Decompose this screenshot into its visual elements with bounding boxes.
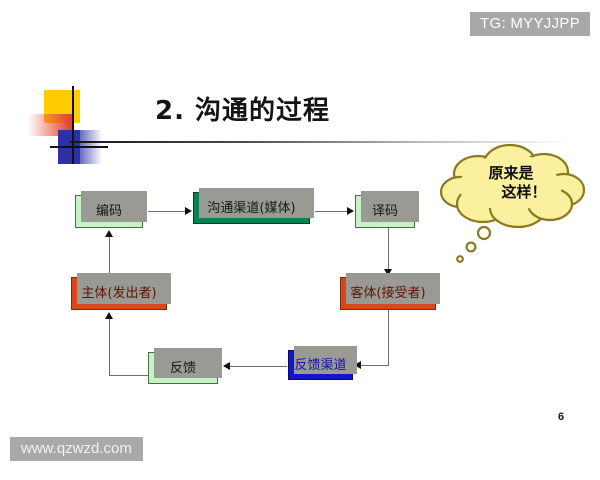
edge-feedback-to-sender	[109, 318, 110, 376]
node-feedback-channel[interactable]: 反馈渠道	[288, 346, 357, 380]
slide-title: 2. 沟通的过程	[155, 96, 331, 126]
node-channel-label: 沟通渠道(媒体)	[207, 200, 296, 216]
node-sender[interactable]: 主体(发出者)	[71, 273, 171, 310]
arrowhead-channel	[185, 207, 192, 215]
page-number: 6	[558, 411, 565, 423]
telegram-watermark: TG: MYYJJPP	[470, 12, 590, 36]
node-decode-label: 译码	[371, 204, 398, 219]
edge-receiver-down	[388, 310, 389, 365]
node-feedback[interactable]: 反馈	[148, 348, 222, 384]
site-watermark: www.qzwzd.com	[10, 437, 143, 461]
node-encode[interactable]: 编码	[75, 191, 147, 228]
edge-sender-to-encode	[109, 236, 110, 277]
edge-feedback-left	[109, 375, 149, 376]
node-receiver[interactable]: 客体(接受者)	[340, 273, 440, 310]
thought-line-1: 原来是	[488, 164, 534, 182]
arrowhead-feedback-channel	[354, 361, 361, 369]
edge-channel-to-decode	[315, 211, 348, 212]
node-feedback-label: 反馈	[169, 360, 196, 376]
edge-encode-to-channel	[148, 211, 186, 212]
decor-vertical-line	[72, 86, 74, 164]
arrowhead-receiver	[384, 269, 392, 276]
edge-decode-to-receiver	[388, 228, 389, 270]
arrowhead-sender	[105, 312, 113, 319]
title-underline-rule	[70, 141, 570, 143]
thought-bubble-shape	[439, 143, 586, 263]
thought-line-2: 这样！	[501, 182, 547, 201]
decor-horizontal-line	[50, 146, 108, 148]
node-receiver-label: 客体(接受者)	[350, 286, 426, 301]
arrowhead-feedback	[223, 362, 230, 370]
edge-receiver-to-feedback-channel	[360, 365, 389, 366]
node-feedback-channel-label: 反馈渠道	[294, 357, 347, 373]
thought-bubble: 原来是 这样！	[438, 142, 590, 267]
title-decoration	[22, 86, 127, 164]
edge-feedback-channel-to-feedback	[229, 366, 287, 367]
node-decode[interactable]: 译码	[355, 191, 419, 228]
thought-bubble-text: 原来是 这样！	[456, 164, 566, 202]
node-encode-label: 编码	[95, 204, 122, 219]
node-sender-label: 主体(发出者)	[81, 286, 157, 301]
node-channel[interactable]: 沟通渠道(媒体)	[193, 188, 314, 224]
arrowhead-decode	[347, 207, 354, 215]
arrowhead-encode	[105, 230, 113, 237]
